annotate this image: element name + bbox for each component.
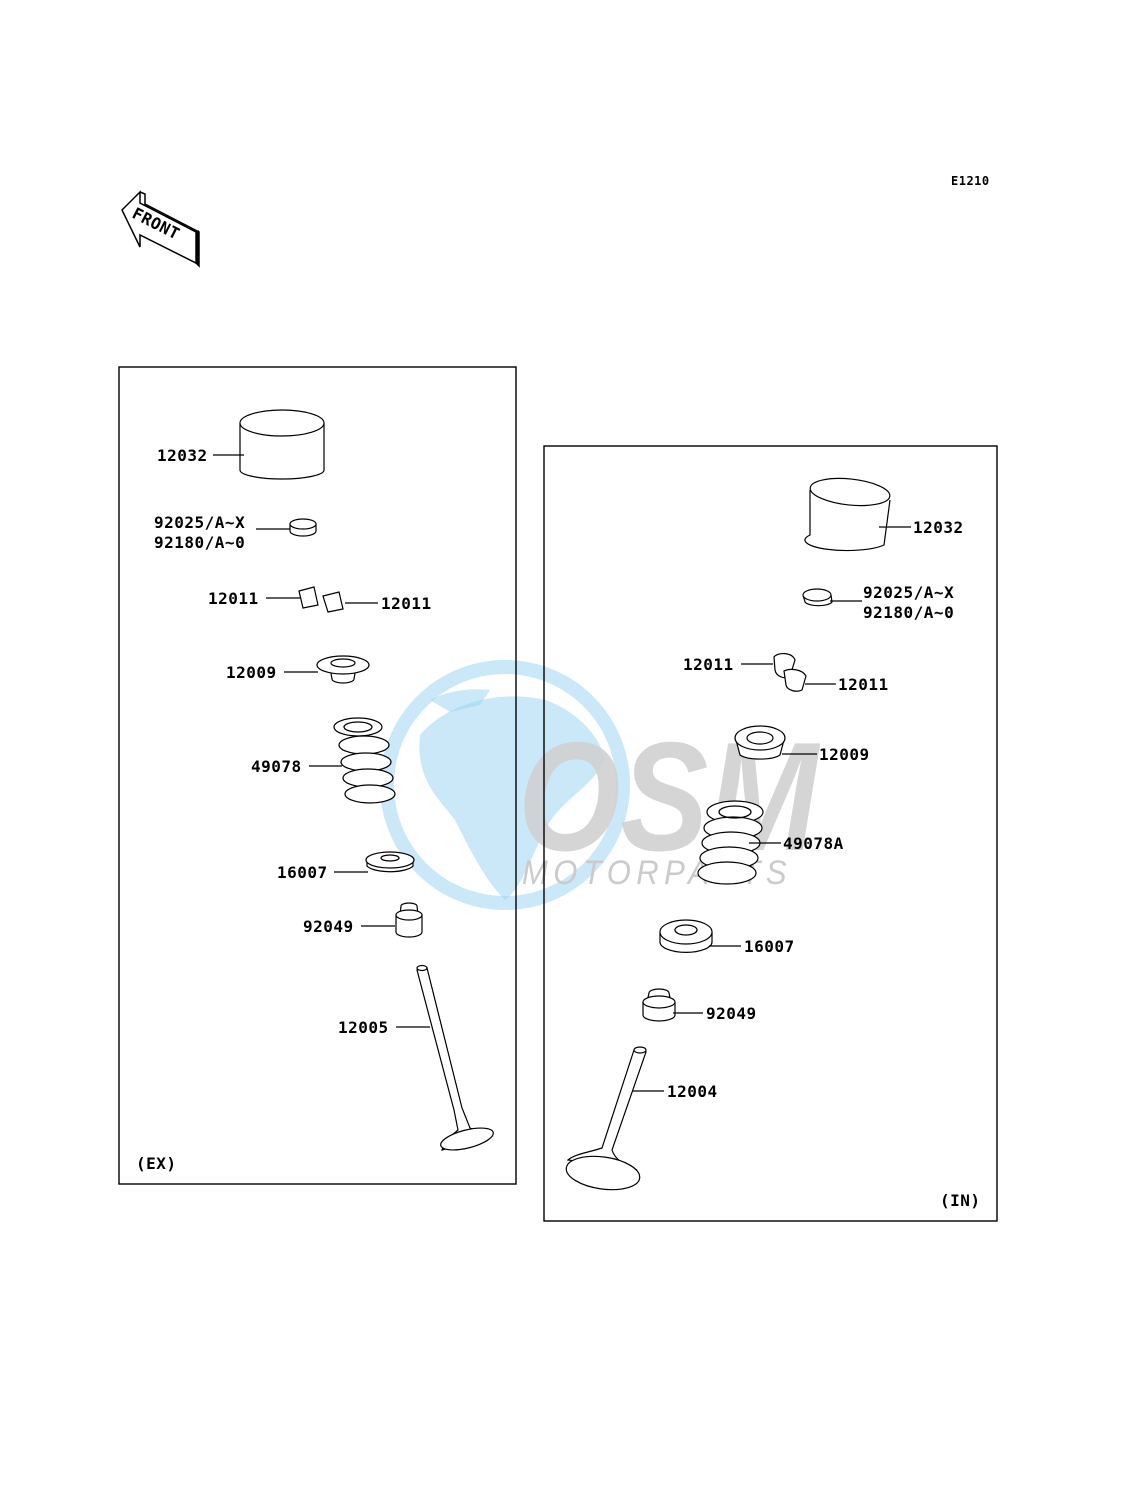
in-shim-label-a: 92025/A~X [863,583,954,602]
in-stem-seal [642,988,676,1022]
ex-lifter-label: 12032 [157,446,208,465]
ex-spring-label: 49078 [251,757,302,776]
ex-spring-retainer [316,655,370,684]
ex-stem-seal-label: 92049 [303,917,354,936]
intake-panel-frame [543,445,998,1222]
ex-valve [416,964,494,1151]
in-cotter-right-label: 12011 [838,675,889,694]
exhaust-panel: 12032 92025/A~X 92180/A~0 12011 12011 12… [118,366,517,1185]
ex-valve-spring [333,717,396,804]
ex-panel-tag: (EX) [136,1154,177,1173]
ex-spring-seat-label: 16007 [277,863,328,882]
exhaust-panel-frame [118,366,517,1185]
ex-cotter-right-label: 12011 [381,594,432,613]
in-shim [802,588,833,607]
ex-shim-label-a: 92025/A~X [154,513,245,532]
in-valve-label: 12004 [667,1082,718,1101]
ex-retainer-label: 12009 [226,663,277,682]
in-shim-label-b: 92180/A~0 [863,603,954,622]
front-arrow-icon: FRONT [121,190,200,268]
in-valve [565,1046,647,1191]
in-spring-seat-label: 16007 [744,937,795,956]
in-panel-tag: (IN) [940,1191,981,1210]
diagram-code: E1210 [951,174,990,188]
ex-shim-label-b: 92180/A~0 [154,533,245,552]
ex-valve-lifter [239,409,325,480]
watermark: OSM MOTORPARTS [380,660,820,910]
in-valve-lifter [804,477,891,552]
watermark-globe-icon [380,660,630,910]
in-lifter-label: 12032 [913,518,964,537]
ex-shim [289,518,317,537]
ex-stem-seal [395,902,423,938]
ex-valve-label: 12005 [338,1018,389,1037]
in-cotter-left-label: 12011 [683,655,734,674]
ex-spring-seat [365,851,415,873]
in-stem-seal-label: 92049 [706,1004,757,1023]
in-spring-label: 49078A [783,834,844,853]
in-retainer-label: 12009 [819,745,870,764]
in-cotters [773,653,807,692]
in-spring-seat [659,919,713,953]
in-valve-spring [697,800,764,885]
ex-cotter-left-label: 12011 [208,589,259,608]
in-spring-retainer [734,725,786,760]
intake-panel: 12032 92025/A~X 92180/A~0 12011 12011 12… [543,445,998,1222]
ex-cotters [298,586,344,613]
